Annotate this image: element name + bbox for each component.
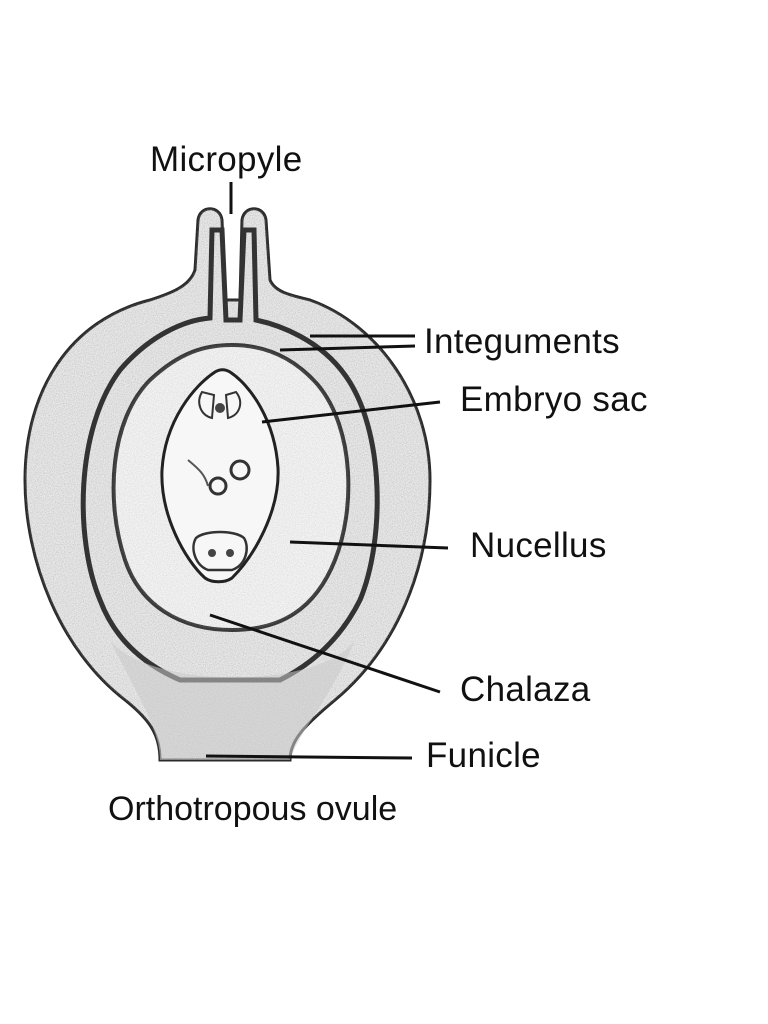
label-integuments: Integuments <box>424 322 620 361</box>
label-nucellus: Nucellus <box>470 526 607 565</box>
polar-nucleus-1 <box>229 459 251 481</box>
label-chalaza: Chalaza <box>460 670 591 709</box>
label-funicle: Funicle <box>426 736 541 775</box>
chalaza-region <box>110 640 355 760</box>
integuments-pointer-2 <box>279 344 416 352</box>
synergid-right <box>224 390 242 420</box>
polar-nucleus-2 <box>208 476 228 496</box>
antipodal-nucleus <box>208 549 216 557</box>
synergid-left <box>198 390 216 420</box>
nucellus-pointer <box>289 540 449 550</box>
egg-cell <box>215 403 225 413</box>
antipodal-cells <box>192 530 248 572</box>
label-micropyle: Micropyle <box>150 140 303 179</box>
central-cell-line <box>187 459 209 487</box>
antipodal-nucleus-2 <box>226 549 234 557</box>
diagram-caption: Orthotropous ovule <box>108 790 398 828</box>
embryo-sac <box>160 368 280 584</box>
label-embryo-sac: Embryo sac <box>460 380 648 419</box>
embryo-sac-pointer <box>261 400 441 424</box>
funicle-pointer <box>205 754 413 760</box>
chalaza-pointer <box>209 613 441 694</box>
